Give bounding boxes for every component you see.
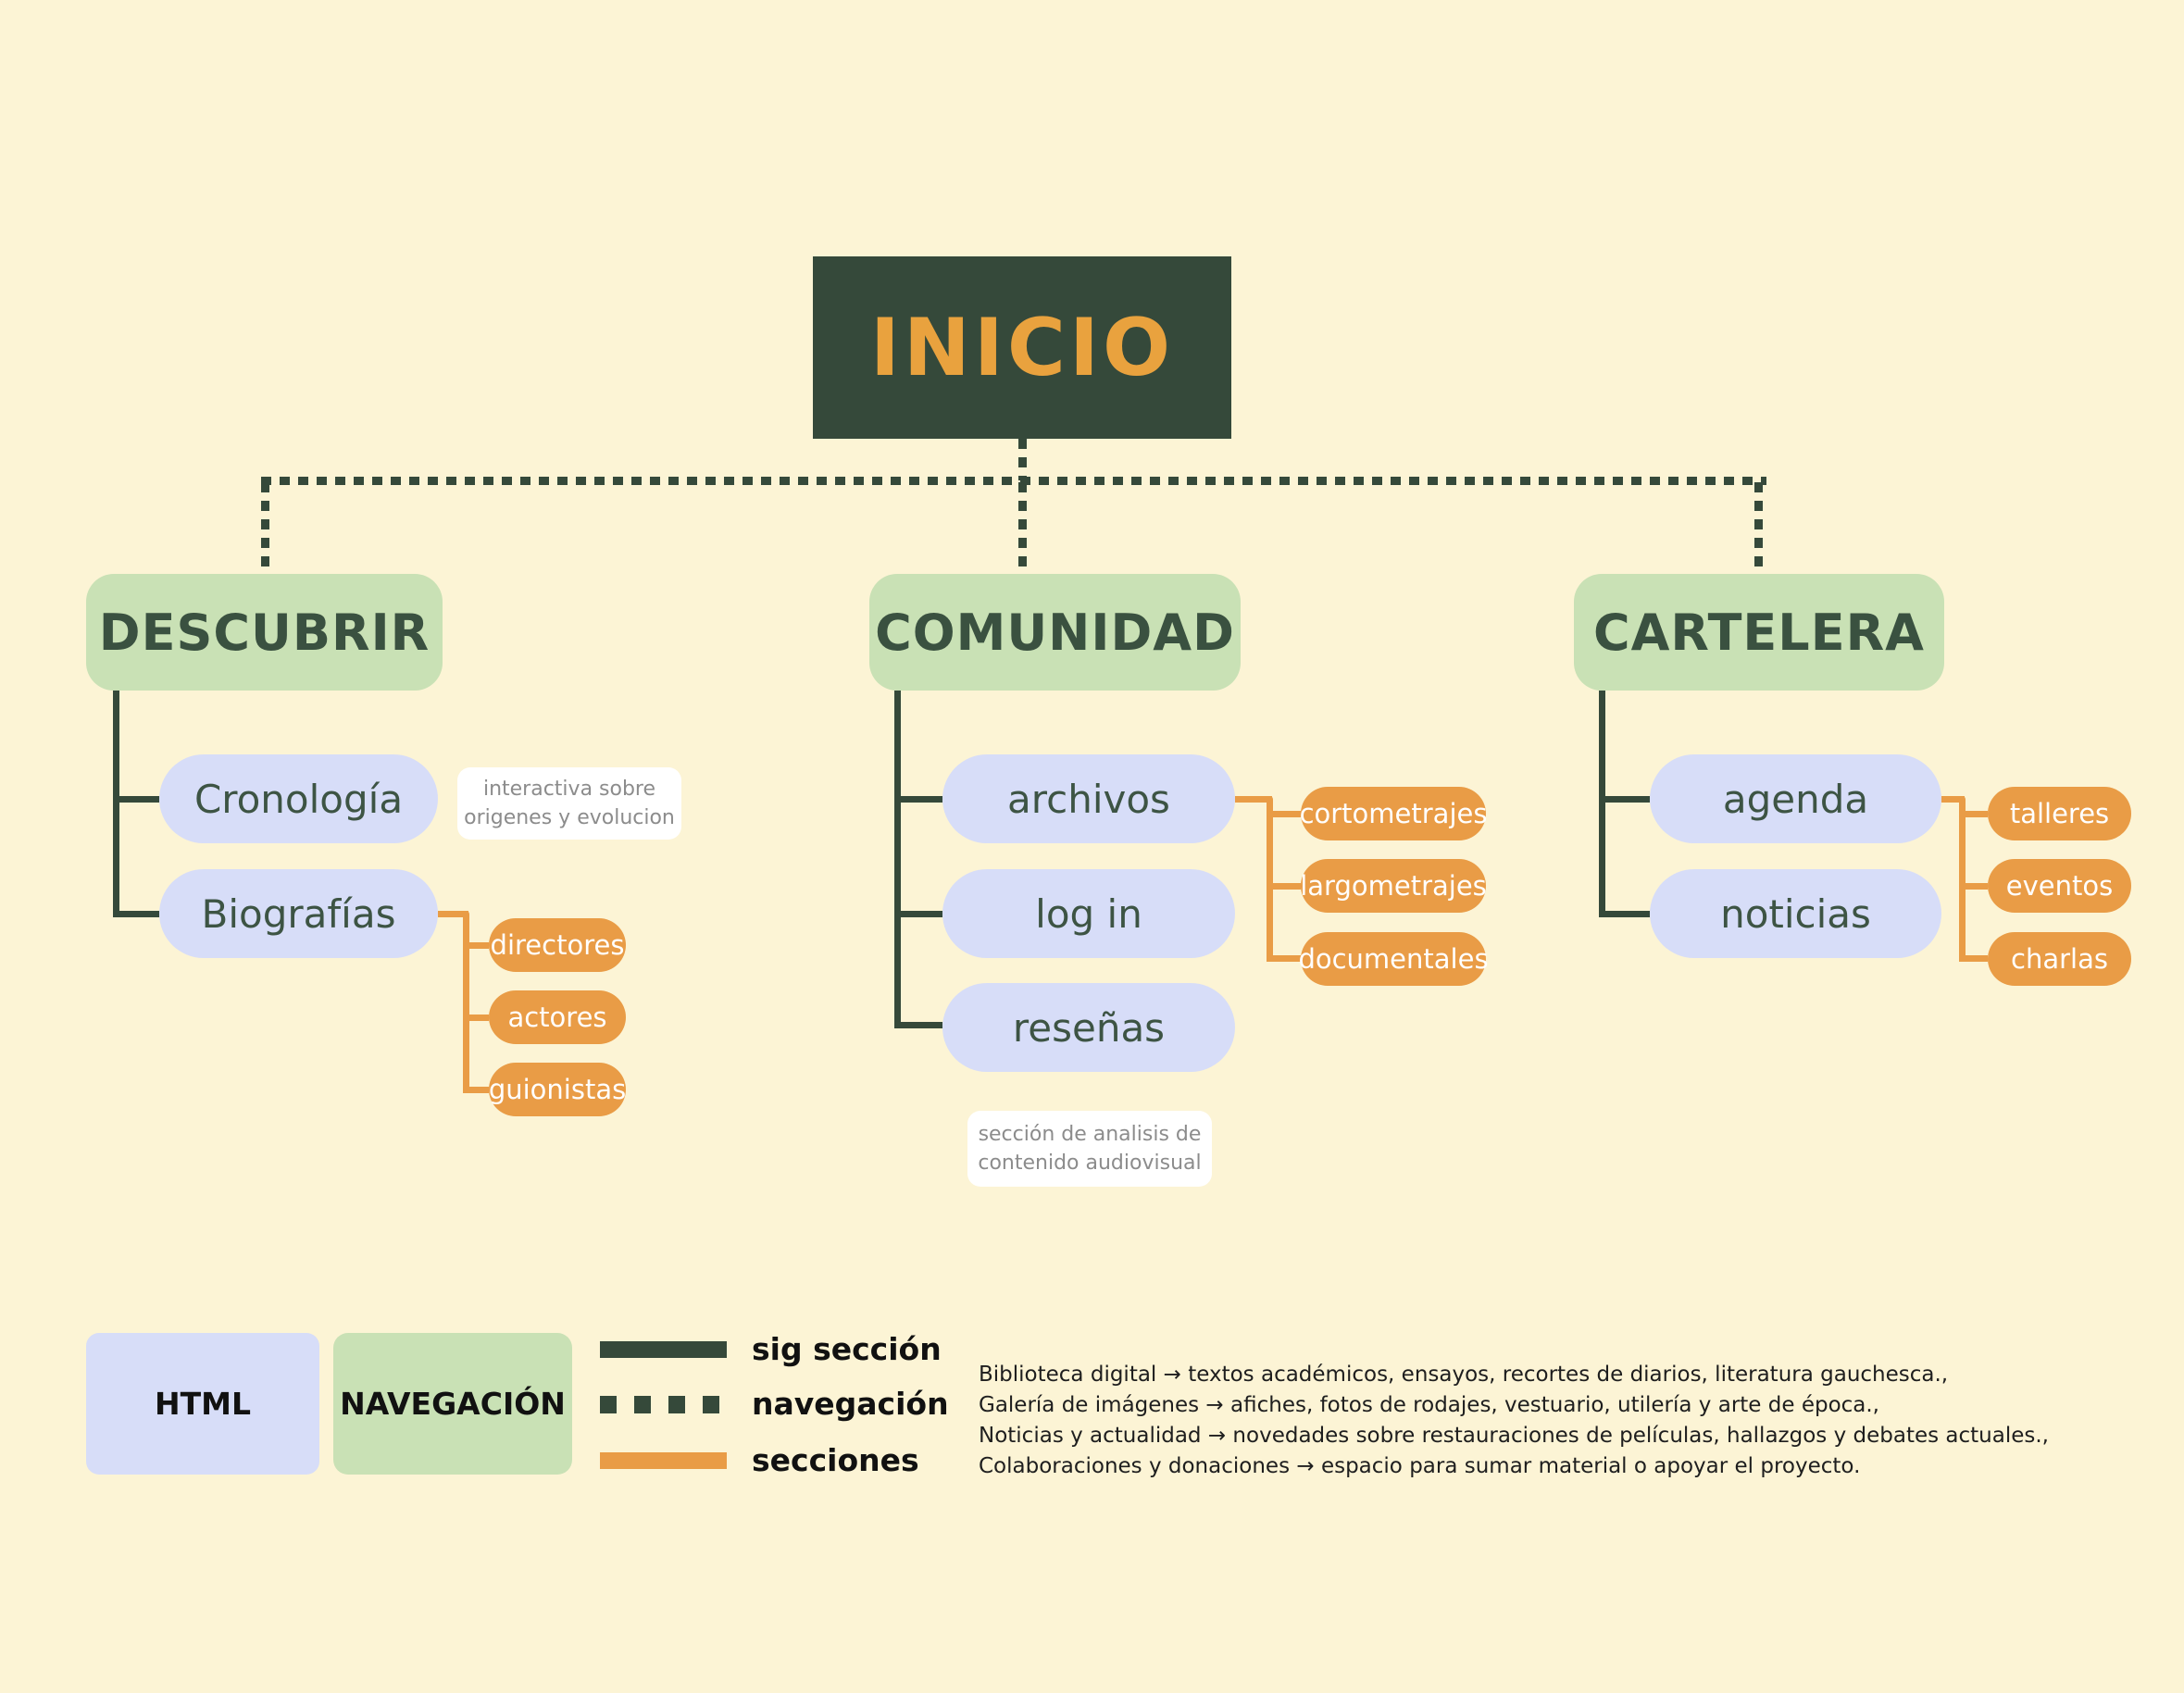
connector-orange-stub-charlas bbox=[1959, 955, 1988, 962]
node-login-label: log in bbox=[1035, 890, 1142, 937]
connector-orange-stub-cortometrajes bbox=[1267, 811, 1301, 817]
node-archivos: archivos bbox=[942, 754, 1235, 843]
annotations-block: Biblioteca digital → textos académicos, … bbox=[979, 1360, 2145, 1482]
node-agenda: agenda bbox=[1650, 754, 1941, 843]
annotation-line-noticias: Noticias y actualidad → novedades sobre … bbox=[979, 1424, 2049, 1448]
section-descubrir: DESCUBRIR bbox=[86, 574, 443, 691]
pill-eventos: eventos bbox=[1988, 859, 2131, 913]
pill-directores-label: directores bbox=[490, 929, 625, 961]
note-resenas-line1: sección de analisis de bbox=[978, 1123, 1202, 1146]
pill-eventos-label: eventos bbox=[2005, 870, 2114, 902]
note-cronologia: interactiva sobre origenes y evolucion bbox=[457, 767, 681, 840]
pill-documentales: documentales bbox=[1298, 932, 1489, 986]
annotation-line-colaboraciones: Colaboraciones y donaciones → espacio pa… bbox=[979, 1454, 1861, 1478]
connector-orange-agenda-trunk bbox=[1959, 796, 1966, 962]
legend-key-secciones: secciones bbox=[752, 1442, 919, 1478]
section-comunidad: COMUNIDAD bbox=[869, 574, 1241, 691]
connector-orange-archivos-out bbox=[1235, 796, 1272, 803]
connector-dashed-drop-descubrir bbox=[261, 482, 269, 574]
section-cartelera: CARTELERA bbox=[1574, 574, 1944, 691]
node-login: log in bbox=[942, 869, 1235, 958]
note-cronologia-line1: interactiva sobre bbox=[482, 778, 656, 801]
pill-guionistas: guionistas bbox=[489, 1063, 626, 1116]
connector-dashed-main bbox=[261, 477, 1766, 485]
connector-dashed-drop-comunidad bbox=[1018, 482, 1027, 574]
connector-trunk-comunidad bbox=[894, 691, 901, 1028]
connector-orange-stub-directores bbox=[463, 942, 489, 949]
legend-key-sig-seccion: sig sección bbox=[752, 1331, 942, 1367]
connector-dashed-inicio-stem bbox=[1018, 439, 1027, 480]
legend-html-label: HTML bbox=[155, 1386, 251, 1422]
pill-documentales-label: documentales bbox=[1298, 943, 1489, 975]
connector-stub-cronologia bbox=[113, 796, 159, 803]
connector-orange-stub-guionistas bbox=[463, 1087, 489, 1093]
node-noticias-label: noticias bbox=[1720, 890, 1871, 937]
legend-navegacion-label: NAVEGACIÓN bbox=[340, 1386, 566, 1422]
connector-orange-stub-actores bbox=[463, 1015, 489, 1021]
pill-guionistas-label: guionistas bbox=[488, 1074, 627, 1105]
connector-orange-stub-largometrajes bbox=[1267, 883, 1301, 890]
node-archivos-label: archivos bbox=[1007, 776, 1170, 822]
connector-stub-noticias bbox=[1599, 911, 1650, 917]
section-comunidad-label: COMUNIDAD bbox=[875, 603, 1235, 662]
node-cronologia: Cronología bbox=[159, 754, 438, 843]
section-descubrir-label: DESCUBRIR bbox=[98, 603, 431, 662]
pill-charlas: charlas bbox=[1988, 932, 2131, 986]
pill-actores-label: actores bbox=[507, 1002, 607, 1033]
annotation-line-biblioteca: Biblioteca digital → textos académicos, … bbox=[979, 1363, 1949, 1387]
connector-stub-resenas bbox=[894, 1022, 942, 1028]
connector-orange-biografias-out bbox=[438, 911, 468, 917]
connector-orange-agenda-out bbox=[1941, 796, 1965, 803]
pill-talleres-label: talleres bbox=[2009, 798, 2110, 829]
connector-orange-archivos-trunk bbox=[1267, 796, 1273, 962]
pill-largometrajes: largometrajes bbox=[1300, 859, 1487, 913]
legend-solid-dark-swatch bbox=[600, 1341, 727, 1358]
connector-stub-biografias bbox=[113, 911, 159, 917]
connector-orange-stub-documentales bbox=[1267, 955, 1301, 962]
node-noticias: noticias bbox=[1650, 869, 1941, 958]
connector-stub-archivos bbox=[894, 796, 942, 803]
node-resenas-label: reseñas bbox=[1012, 1004, 1166, 1051]
legend-navegacion-box: NAVEGACIÓN bbox=[333, 1333, 572, 1475]
pill-directores: directores bbox=[489, 918, 626, 972]
connector-stub-agenda bbox=[1599, 796, 1650, 803]
connector-orange-biografias-trunk bbox=[463, 911, 469, 1093]
section-cartelera-label: CARTELERA bbox=[1593, 603, 1925, 662]
note-cronologia-line2: origenes y evolucion bbox=[464, 806, 675, 829]
connector-dashed-drop-cartelera bbox=[1754, 482, 1763, 574]
pill-largometrajes-label: largometrajes bbox=[1300, 870, 1487, 902]
connector-orange-stub-eventos bbox=[1959, 883, 1988, 890]
note-resenas: sección de analisis de contenido audiovi… bbox=[967, 1111, 1212, 1187]
legend-solid-orange-swatch bbox=[600, 1452, 727, 1469]
pill-cortometrajes-label: cortometrajes bbox=[1299, 798, 1488, 829]
node-cronologia-label: Cronología bbox=[193, 776, 404, 822]
connector-trunk-descubrir bbox=[113, 691, 119, 917]
node-resenas: reseñas bbox=[942, 983, 1235, 1072]
note-resenas-line2: contenido audiovisual bbox=[978, 1151, 1202, 1175]
inicio-label: INICIO bbox=[869, 301, 1175, 394]
inicio-node: INICIO bbox=[813, 256, 1231, 439]
node-biografias-label: Biografías bbox=[201, 890, 396, 937]
pill-talleres: talleres bbox=[1988, 787, 2131, 840]
node-agenda-label: agenda bbox=[1722, 776, 1869, 822]
connector-orange-stub-talleres bbox=[1959, 811, 1988, 817]
annotation-line-galeria: Galería de imágenes → afiches, fotos de … bbox=[979, 1393, 1879, 1417]
connector-trunk-cartelera bbox=[1599, 691, 1605, 917]
connector-stub-login bbox=[894, 911, 942, 917]
pill-cortometrajes: cortometrajes bbox=[1299, 787, 1488, 840]
node-biografias: Biografías bbox=[159, 869, 438, 958]
pill-actores: actores bbox=[489, 990, 626, 1044]
legend-html-box: HTML bbox=[86, 1333, 319, 1475]
legend-key-navegacion: navegación bbox=[752, 1386, 949, 1422]
pill-charlas-label: charlas bbox=[2011, 943, 2108, 975]
legend-dashed-swatch bbox=[600, 1396, 722, 1413]
